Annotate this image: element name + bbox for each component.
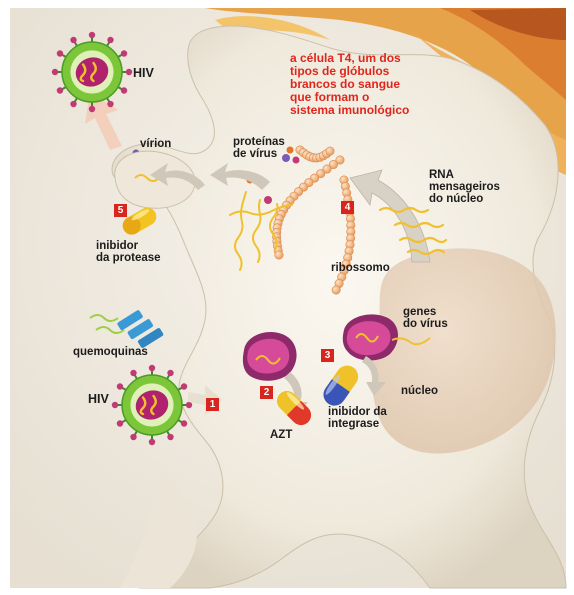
label-ribosome: ribossomo (331, 262, 390, 274)
label-chemokines: quemoquinas (73, 346, 148, 358)
label-viral-proteins: proteínas de vírus (233, 136, 285, 160)
viral-capsid-inside-cell (243, 332, 297, 381)
label-protease-inhibitor: inibidor da protease (96, 240, 161, 264)
label-hiv-bottom: HIV (88, 393, 109, 405)
step-badge-1: 1 (206, 398, 219, 411)
step-badge-5: 5 (114, 204, 127, 217)
label-nucleus: núcleo (401, 385, 438, 397)
label-azt: AZT (270, 429, 292, 441)
step-badge-3: 3 (321, 349, 334, 362)
label-messenger-rna: RNA mensageiros do núcleo (429, 169, 500, 205)
cell-caption: a célula T4, um dos tipos de glóbulos br… (290, 52, 409, 117)
label-virion: vírion (140, 138, 171, 150)
step-badge-2: 2 (260, 386, 273, 399)
label-hiv-top: HIV (133, 67, 154, 79)
step-badge-4: 4 (341, 201, 354, 214)
label-integrase-inhibitor: inibidor da integrase (328, 406, 387, 430)
label-virus-genes: genes do vírus (403, 306, 448, 330)
